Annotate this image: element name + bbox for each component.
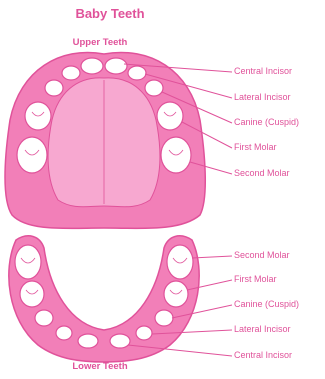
lower-central-incisor-left (78, 334, 98, 348)
upper-central-incisor-right (105, 58, 127, 74)
label-lower-central-incisor: Central Incisor (234, 350, 292, 360)
lower-central-incisor-right (110, 334, 130, 348)
lower-canine-left (35, 310, 53, 326)
label-lower-first-molar: First Molar (234, 274, 277, 284)
label-lower-lateral-incisor: Lateral Incisor (234, 324, 291, 334)
lower-second-molar-right (167, 245, 193, 279)
upper-canine-right (145, 80, 163, 96)
label-upper-canine: Canine (Cuspid) (234, 117, 299, 127)
upper-lateral-incisor-left (62, 66, 80, 80)
upper-central-incisor-left (81, 58, 103, 74)
label-lower-second-molar: Second Molar (234, 250, 290, 260)
label-upper-central-incisor: Central Incisor (234, 66, 292, 76)
upper-lateral-incisor-right (128, 66, 146, 80)
lower-lateral-incisor-right (136, 326, 152, 340)
label-upper-lateral-incisor: Lateral Incisor (234, 92, 291, 102)
label-upper-first-molar: First Molar (234, 142, 277, 152)
label-upper-second-molar: Second Molar (234, 168, 290, 178)
label-lower-canine: Canine (Cuspid) (234, 299, 299, 309)
lower-canine-right (155, 310, 173, 326)
upper-canine-left (45, 80, 63, 96)
lower-second-molar-left (15, 245, 41, 279)
lower-lateral-incisor-left (56, 326, 72, 340)
